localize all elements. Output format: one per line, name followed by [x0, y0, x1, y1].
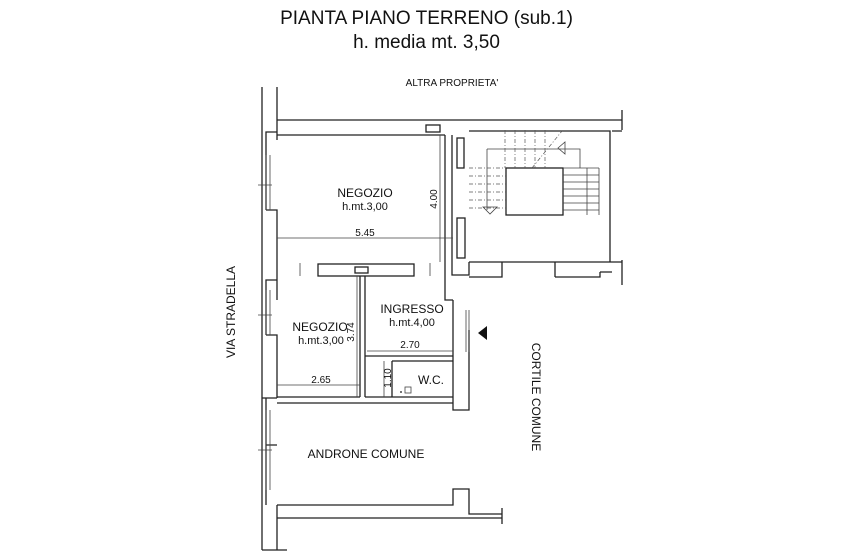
room-negozio-2: NEGOZIO	[292, 320, 347, 334]
dimension-lines	[277, 135, 453, 397]
label-cortile-comune: CORTILE COMUNE	[529, 343, 543, 451]
entrance-arrow-icon	[478, 326, 487, 340]
androne-wall	[277, 488, 503, 524]
room-negozio-2-height: h.mt.3,00	[298, 335, 344, 347]
dim-2-65: 2.65	[311, 375, 331, 386]
dim-5-45: 5.45	[355, 228, 375, 239]
corridor-wall	[444, 260, 623, 285]
radiator-icon	[425, 124, 441, 133]
door-marks	[299, 263, 431, 276]
window-frame	[456, 217, 466, 259]
label-via-stradella: VIA STRADELLA	[224, 266, 238, 358]
dim-1-10: 1.10	[383, 368, 394, 388]
plan-title: PIANTA PIANO TERRENO (sub.1)	[280, 8, 573, 29]
room-negozio-1: NEGOZIO	[337, 186, 392, 200]
dim-4-00: 4.00	[429, 189, 440, 209]
window-left-2	[258, 290, 272, 335]
partition-wall	[317, 263, 415, 277]
left-wall	[261, 87, 287, 551]
top-wall	[277, 110, 623, 262]
radiator-icon	[354, 266, 369, 274]
room-negozio-1-height: h.mt.3,00	[342, 201, 388, 213]
label-altra-proprieta: ALTRA PROPRIETA'	[406, 78, 499, 89]
drain-icon	[404, 386, 412, 394]
interior-wall	[277, 275, 470, 411]
label-androne-comune: ANDRONE COMUNE	[308, 447, 425, 461]
room-ingresso: INGRESSO	[380, 302, 443, 316]
staircase	[469, 130, 600, 216]
dim-3-74: 3.74	[346, 322, 357, 342]
plan-subtitle: h. media mt. 3,50	[353, 32, 500, 53]
window-frame	[465, 310, 470, 352]
window-left-3	[258, 410, 272, 490]
wc-wall	[365, 355, 453, 397]
room-ingresso-height: h.mt.4,00	[389, 317, 435, 329]
room-wc: W.C.	[418, 373, 444, 387]
dim-2-70: 2.70	[400, 340, 420, 351]
window-frame	[456, 137, 465, 169]
window-left-1	[258, 155, 272, 210]
